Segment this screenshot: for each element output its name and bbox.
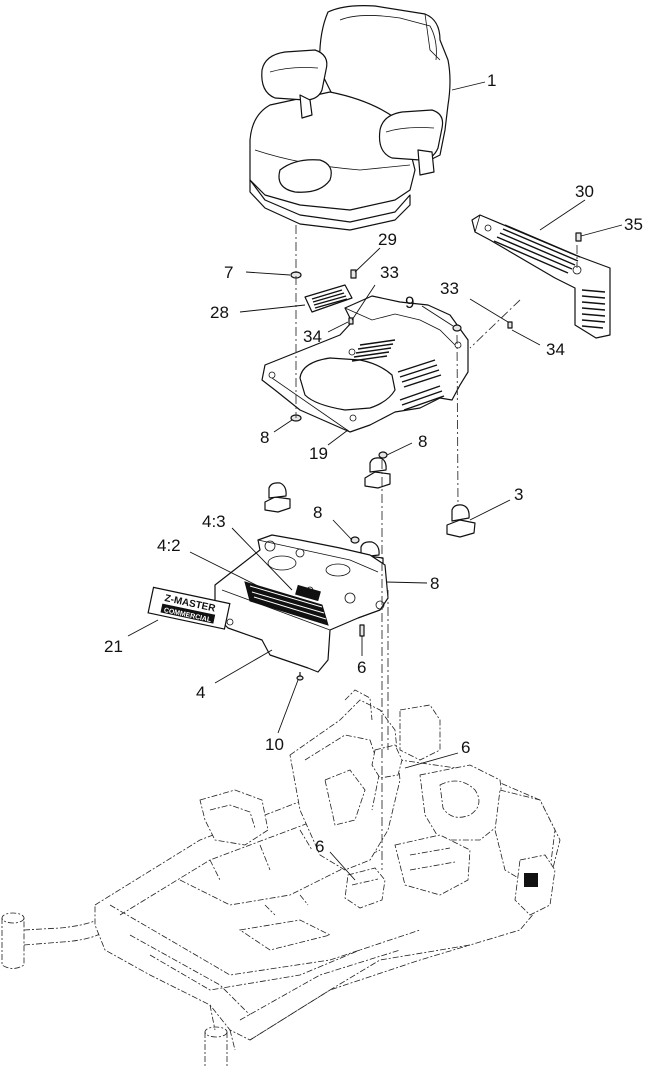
callout-21: 21 bbox=[104, 637, 123, 656]
callout-10: 10 bbox=[265, 735, 284, 754]
callout-29: 29 bbox=[378, 230, 397, 249]
alignment-lines bbox=[295, 225, 578, 870]
plate-part-28 bbox=[304, 284, 353, 313]
callout-8-pan: 8 bbox=[260, 428, 269, 447]
callout-9: 9 bbox=[405, 293, 414, 312]
callout-6-frame-lower: 6 bbox=[315, 837, 324, 856]
callout-34-right: 34 bbox=[546, 340, 565, 359]
callout-4-2: 4:2 bbox=[157, 536, 181, 555]
callout-7: 7 bbox=[224, 263, 233, 282]
callout-30: 30 bbox=[575, 182, 594, 201]
callout-8-plate: 8 bbox=[430, 574, 439, 593]
callout-6-plate: 6 bbox=[357, 658, 366, 677]
seat-part-1 bbox=[249, 5, 451, 231]
callout-34-left: 34 bbox=[303, 327, 322, 346]
leader-lines bbox=[127, 81, 623, 881]
callout-35: 35 bbox=[624, 215, 643, 234]
callout-4: 4 bbox=[196, 683, 205, 702]
callout-8-mount-mid: 8 bbox=[313, 503, 322, 522]
callout-1: 1 bbox=[487, 71, 496, 90]
callout-33-right: 33 bbox=[440, 279, 459, 298]
callout-labels: 1 30 35 29 7 33 28 9 33 34 34 8 19 8 3 8… bbox=[104, 71, 643, 856]
decal-part-21: Z-MASTER COMMERCIAL bbox=[147, 586, 231, 630]
mower-frame bbox=[1, 689, 561, 1066]
callout-3: 3 bbox=[514, 485, 523, 504]
callout-19: 19 bbox=[309, 444, 328, 463]
seat-mount-plate-part-4 bbox=[214, 534, 389, 681]
callout-33-left: 33 bbox=[380, 263, 399, 282]
side-panel-part-30 bbox=[471, 214, 611, 339]
seat-pan-part-19 bbox=[261, 295, 469, 433]
callout-4-3: 4:3 bbox=[202, 512, 226, 531]
callout-28: 28 bbox=[210, 303, 229, 322]
callout-8-mount-top: 8 bbox=[418, 432, 427, 451]
callout-6-frame-upper: 6 bbox=[461, 738, 470, 757]
